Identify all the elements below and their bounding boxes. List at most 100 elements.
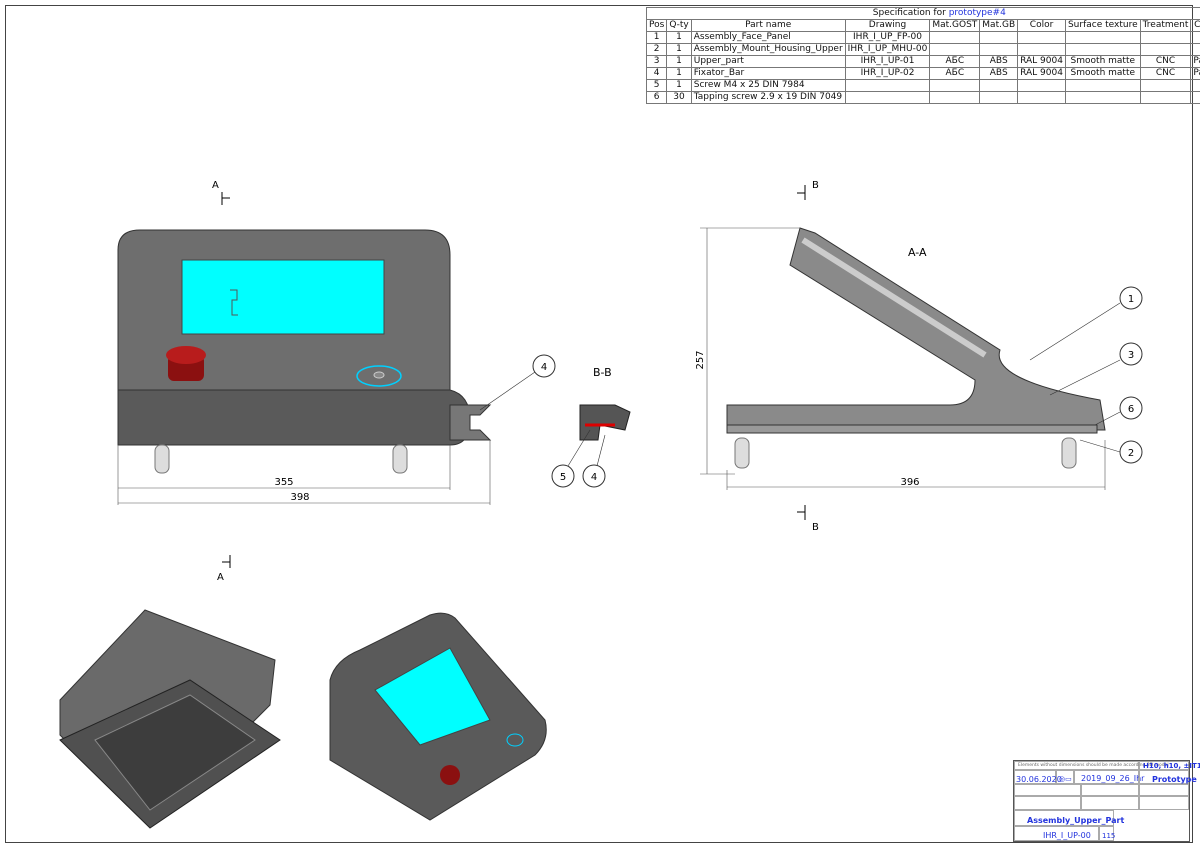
isometric-bottom-view [59, 609, 281, 829]
header-treatment: Treatment [1139, 19, 1192, 32]
section-bb-shape [579, 404, 631, 441]
projection-cell: ◎▭ [1056, 770, 1074, 784]
section-aa-dimension-lines [700, 227, 1106, 490]
table-cell [1064, 91, 1141, 104]
table-cell: Smooth matte [1064, 55, 1141, 68]
note-text: Elements without dimensions should be ma… [1018, 763, 1169, 768]
spec-title: Specification for prototype#4 [646, 7, 1200, 20]
table-cell: CNC [1139, 55, 1192, 68]
table-cell [979, 43, 1019, 56]
screen [181, 259, 385, 335]
table-cell: CNC [1139, 67, 1192, 80]
specification-table: Specification for prototype#4 Pos Q-ty P… [645, 7, 1200, 104]
iso-front-knob-ring [506, 733, 524, 747]
table-cell: ABS [979, 67, 1019, 80]
table-cell [1190, 79, 1200, 92]
callout-2: 2 [1128, 448, 1134, 459]
table-cell: Smooth matte [1064, 67, 1141, 80]
callout-3-circle [1119, 342, 1143, 366]
table-cell: 1 [666, 43, 692, 56]
section-aa-base [726, 424, 1098, 434]
section-aa-foot-left [734, 437, 750, 469]
knob-ring [356, 365, 402, 387]
callout-1-circle [1119, 286, 1143, 310]
table-cell: RAL 9004 [1017, 55, 1066, 68]
table-cell: IHR_I_UP-02 [844, 67, 931, 80]
table-cell: 1 [666, 79, 692, 92]
foot-left [154, 444, 170, 474]
table-cell [979, 79, 1019, 92]
header-qty: Q-ty [666, 19, 692, 32]
header-drawing: Drawing [844, 19, 931, 32]
table-cell [979, 91, 1019, 104]
table-cell: АБС [929, 55, 981, 68]
callout-6: 6 [1128, 404, 1134, 415]
empty-cell [1081, 784, 1139, 796]
table-cell: RAL 9004 [1017, 67, 1066, 80]
project-cell: 2019_09_26_Ihr [1074, 770, 1144, 784]
callout-2-leader [1079, 439, 1121, 453]
spec-title-link[interactable]: prototype#4 [948, 8, 1006, 18]
header-coating: Coating [1190, 19, 1200, 32]
empty-cell [1139, 784, 1189, 796]
header-color: Color [1017, 19, 1066, 32]
callout-5-leader [567, 429, 591, 467]
header-pos: Pos [645, 19, 668, 32]
callouts: 1 2 3 4 5 4 6 [479, 286, 1143, 488]
table-cell [1139, 91, 1192, 104]
callout-3: 3 [1128, 350, 1134, 361]
section-bb-label: B-B [593, 366, 612, 379]
empty-cell [1081, 796, 1139, 810]
code-cell: IHR_I_UP-00 [1014, 826, 1099, 841]
sheet-frame [5, 5, 1193, 843]
note-cell: Elements without dimensions should be ma… [1014, 761, 1169, 770]
table-cell [1017, 43, 1066, 56]
front-view: 355 398 A A [117, 180, 492, 583]
table-cell: 30 [666, 91, 692, 104]
section-arrow-b-bottom [797, 505, 806, 520]
section-aa-body [726, 227, 1106, 431]
table-cell [929, 31, 981, 44]
table-cell: 4 [645, 67, 668, 80]
table-cell: Upper_part [690, 55, 846, 68]
section-marker-b-bottom: B [812, 522, 819, 533]
callout-6-circle [1119, 396, 1143, 420]
callout-1-leader [1029, 302, 1121, 361]
callout-5: 5 [560, 472, 566, 483]
table-cell [1064, 31, 1141, 44]
callout-4-bb-circle [582, 464, 606, 488]
header-part-name: Part name [690, 19, 846, 32]
dimension-398: 398 [290, 492, 309, 503]
empty-cell [1014, 784, 1081, 796]
table-cell: 1 [666, 31, 692, 44]
table-cell [1139, 31, 1192, 44]
header-mat-gost: Mat.GOST [929, 19, 981, 32]
fixator-bar [449, 404, 492, 441]
section-marker-a-top: A [212, 180, 219, 191]
section-arrow-b-top [797, 185, 806, 200]
spec-title-row: Specification for prototype#4 [646, 7, 1200, 20]
table-cell [844, 91, 931, 104]
table-cell: ABS [979, 55, 1019, 68]
table-cell: АБС [929, 67, 981, 80]
stage-cell: Prototype [1139, 770, 1197, 784]
stage-text: Prototype [1152, 775, 1197, 784]
iso-front-screen [374, 647, 491, 746]
section-aa-view: A-A 396 257 B B [695, 180, 1106, 533]
header-surface-texture: Surface texture [1064, 19, 1141, 32]
table-cell [929, 43, 981, 56]
section-aa-foot-right [1061, 437, 1077, 469]
table-cell: Painting [1190, 55, 1200, 68]
table-cell [1190, 43, 1200, 56]
section-marker-a-bottom: A [217, 572, 224, 583]
callout-4-circle [532, 354, 556, 378]
section-marker-b-top: B [812, 180, 819, 191]
table-cell: Painting [1190, 67, 1200, 80]
table-cell [844, 79, 931, 92]
